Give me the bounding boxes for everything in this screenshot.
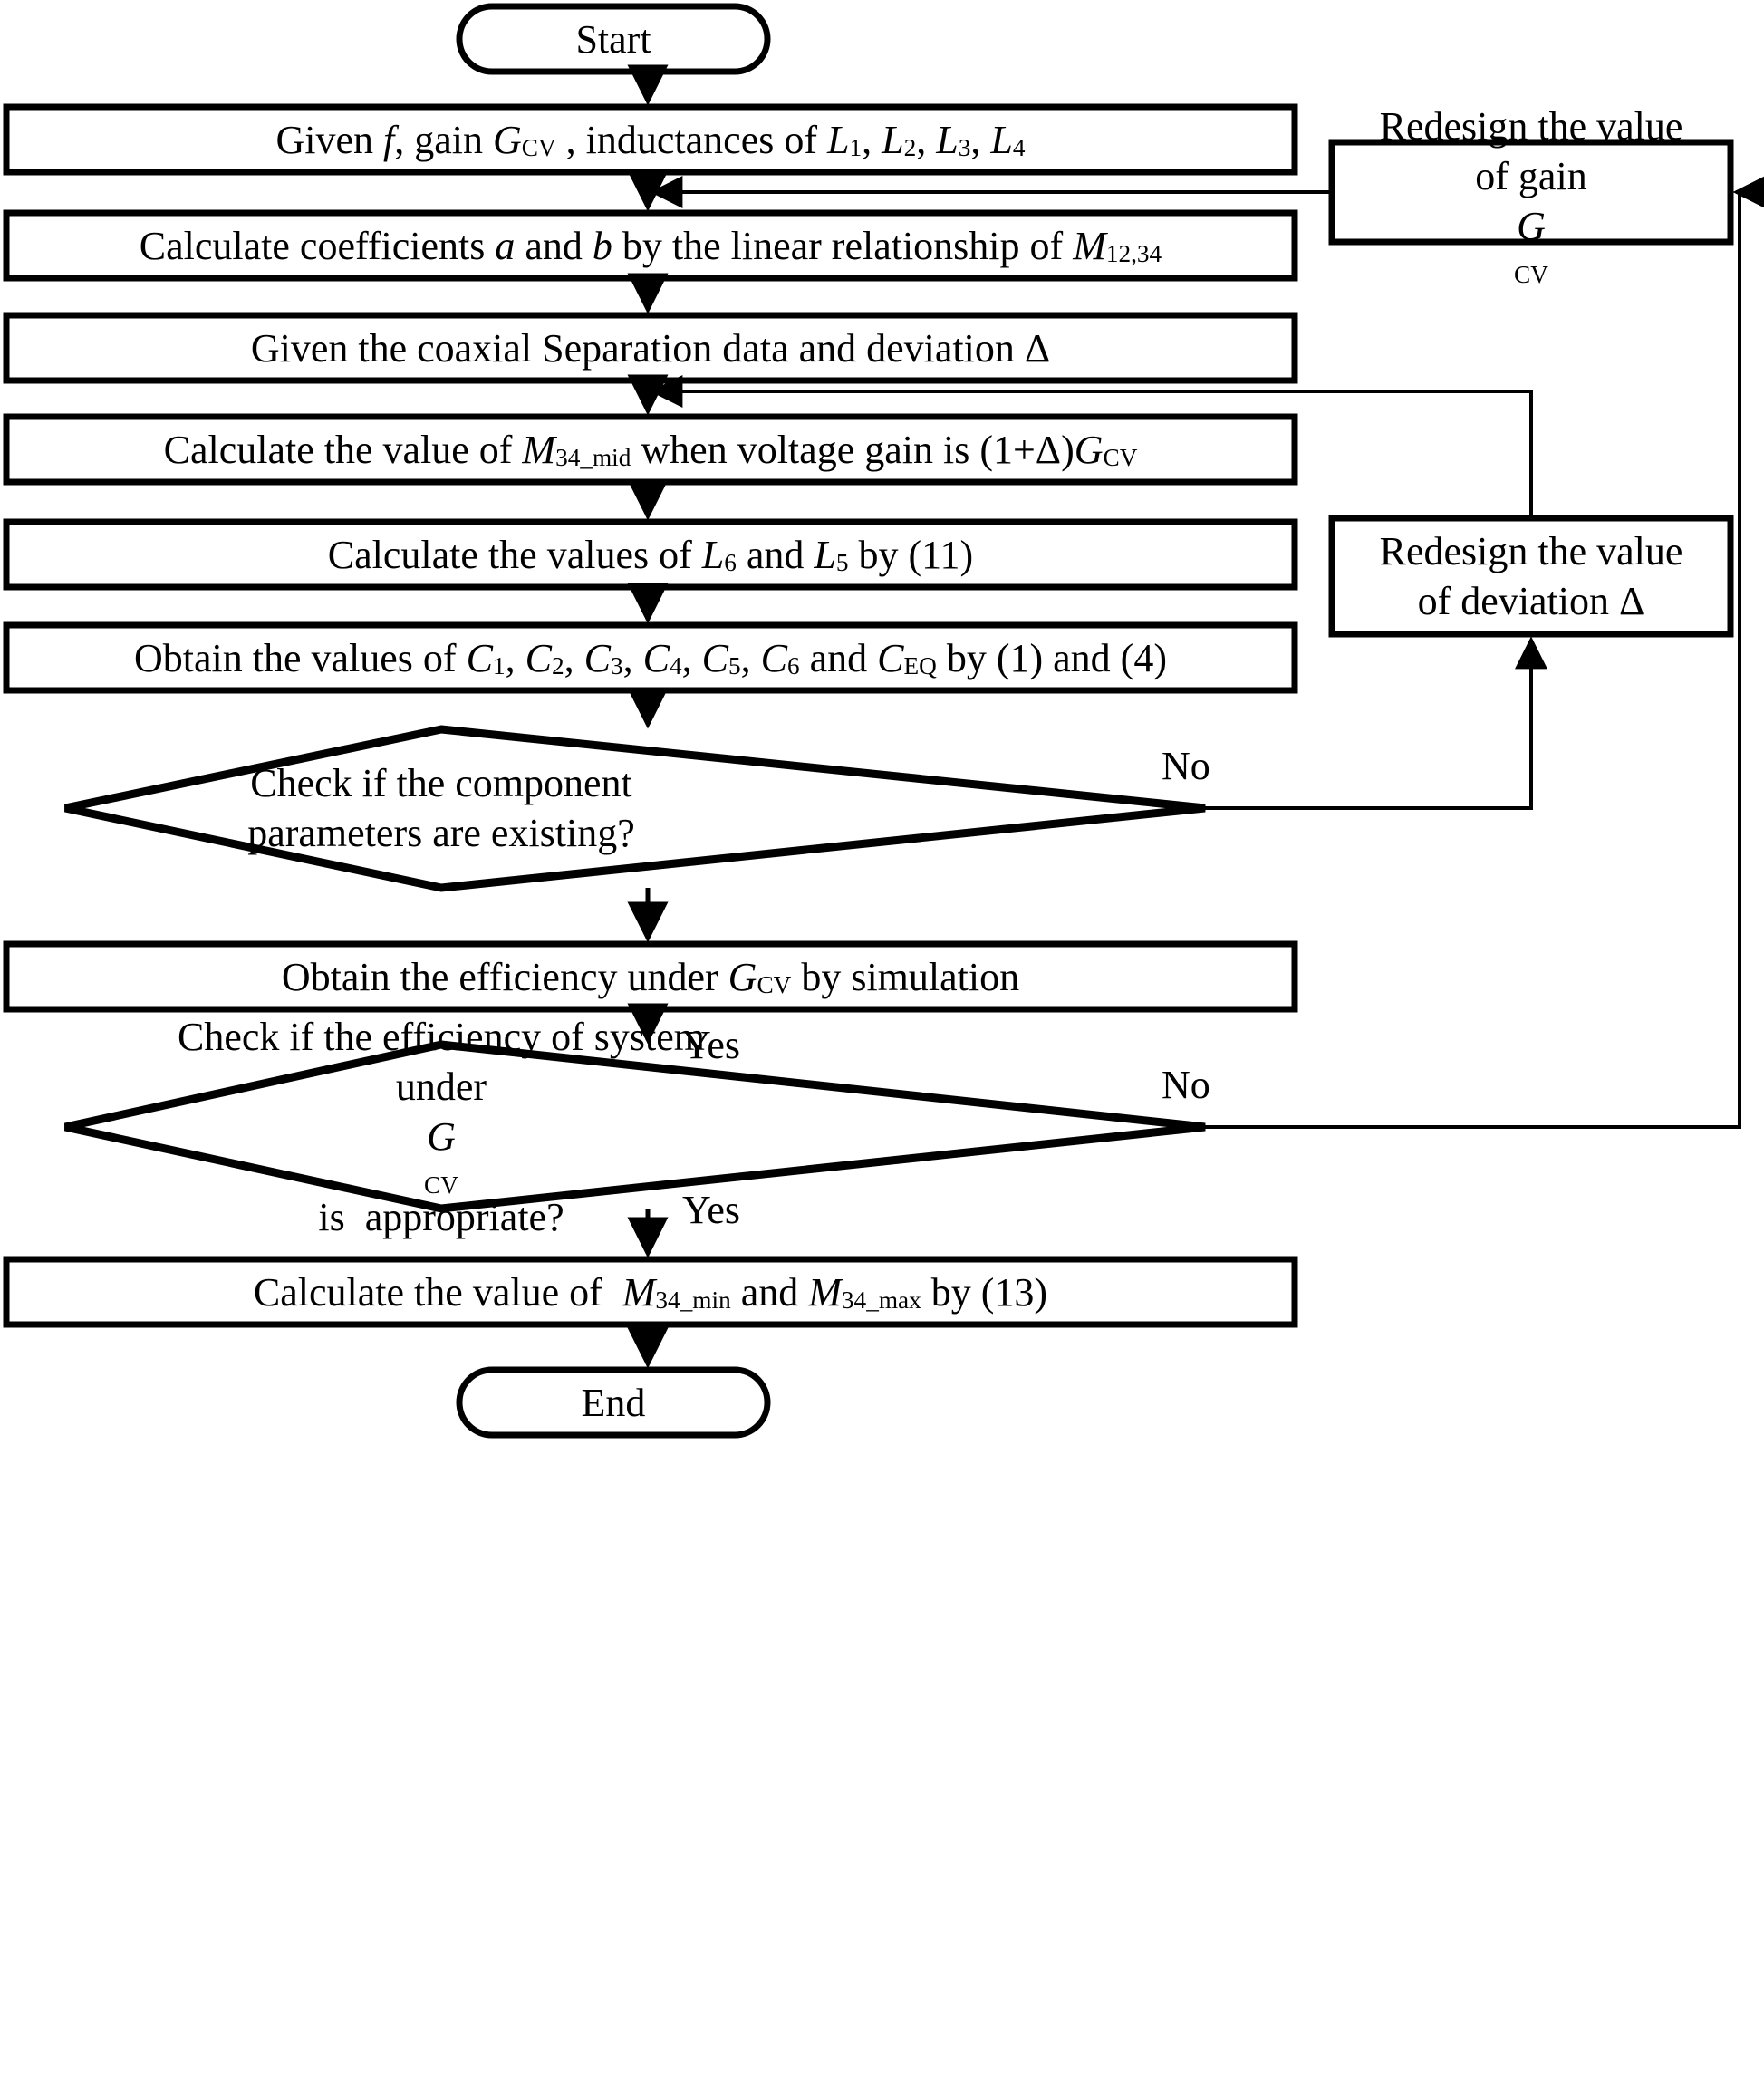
edge-label-check-efficiency-yes: Yes <box>682 1188 741 1232</box>
edge-label-check-params-yes: Yes <box>682 1023 741 1067</box>
node-start-label: Start <box>575 16 651 62</box>
edge-label-check-efficiency-no: No <box>1162 1063 1210 1107</box>
node-given-coaxial-label: Given the coaxial Separation data and de… <box>250 325 1051 371</box>
edge-label-check-params-no: No <box>1162 744 1210 788</box>
node-calc-coeffs-label: Calculate coefficients a and b by the li… <box>139 223 1162 268</box>
node-end-label: End <box>581 1380 646 1425</box>
